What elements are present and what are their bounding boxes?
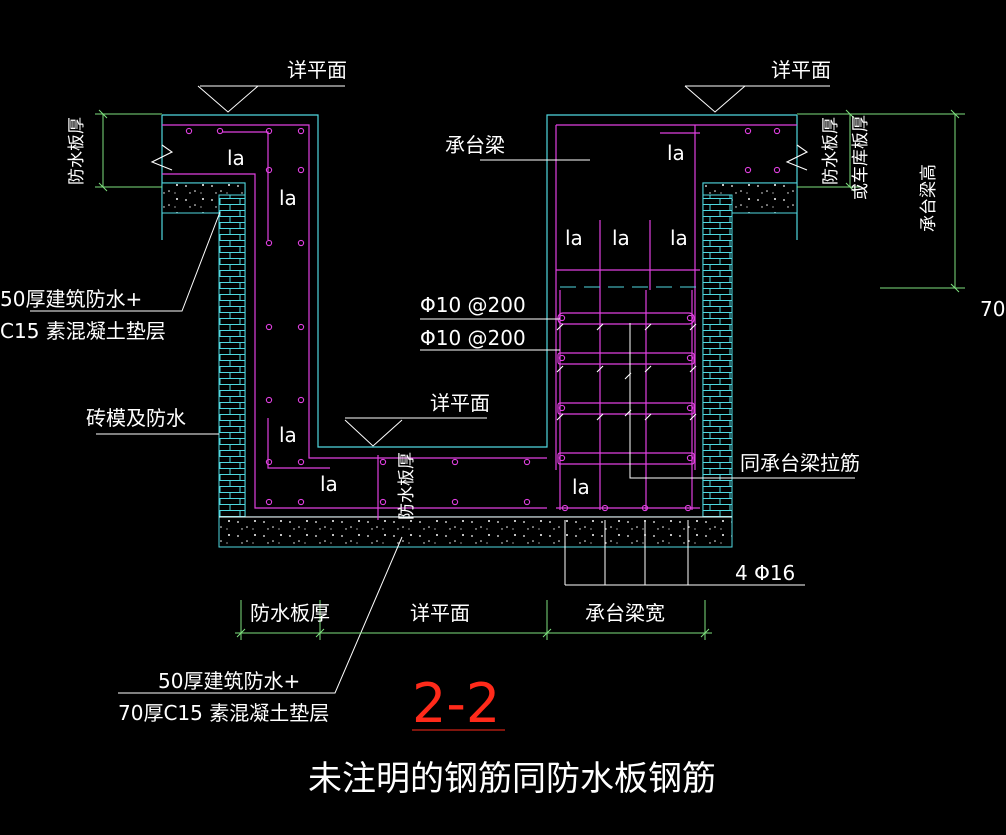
right-brick-wall [702, 194, 733, 518]
rebar-dots [185, 127, 781, 512]
cap-beam-height-label: 承台梁高 [919, 164, 939, 232]
or-raft-thick-label: 或车库板厚 [851, 115, 871, 200]
leader-lines [30, 85, 855, 731]
tie-bar-label: 同承台梁拉筋 [740, 451, 860, 475]
la-label: la [670, 226, 688, 250]
layer-bottom-line-1: 50厚建筑防水+ [158, 669, 300, 693]
la-label: la [279, 186, 297, 210]
layer-bottom-line-2: 70厚C15 素混凝土垫层 [118, 701, 329, 725]
detail-plan-dim-label: 详平面 [410, 601, 470, 625]
rebar-spec-3: 4 Φ16 [735, 561, 795, 585]
waterproof-thick-mid-label: 防水板厚 [397, 452, 417, 520]
la-label: la [279, 423, 297, 447]
cap-beam-label: 承台梁 [445, 133, 505, 157]
detail-plan-label-mid: 详平面 [430, 391, 490, 415]
general-note: 未注明的钢筋同防水板钢筋 [308, 759, 716, 799]
cap-beam-width-label: 承台梁宽 [585, 601, 665, 625]
layer-left-line-1: 50厚建筑防水+ [0, 287, 142, 311]
waterproof-thick-left-label: 防水板厚 [67, 117, 87, 185]
rebar-lines [162, 124, 797, 520]
detail-plan-label-top-left: 详平面 [287, 58, 347, 82]
la-label: la [572, 475, 590, 499]
la-label: la [565, 226, 583, 250]
stirrup-ticks [556, 323, 697, 421]
brick-mold-label: 砖模及防水 [86, 406, 186, 430]
la-label: la [320, 472, 338, 496]
bottom-cushion [218, 516, 733, 548]
rebar-spec-1: Φ10 @200 [420, 293, 526, 317]
section-title: 2-2 [412, 672, 500, 735]
waterproof-thick-right-label: 防水板厚 [821, 117, 841, 185]
dimension-lines [95, 109, 965, 640]
rebar-spec-2: Φ10 @200 [420, 326, 526, 350]
la-label: la [612, 226, 630, 250]
waterproof-thick-dim-label: 防水板厚 [250, 601, 330, 625]
layer-left-line-2: C15 素混凝土垫层 [0, 319, 166, 343]
la-label: la [667, 141, 685, 165]
la-label: la [227, 146, 245, 170]
left-brick-wall [218, 194, 246, 518]
break-symbols [150, 144, 809, 171]
detail-plan-label-top-right: 详平面 [771, 58, 831, 82]
layer-right-cut-label: 70 [980, 297, 1005, 321]
